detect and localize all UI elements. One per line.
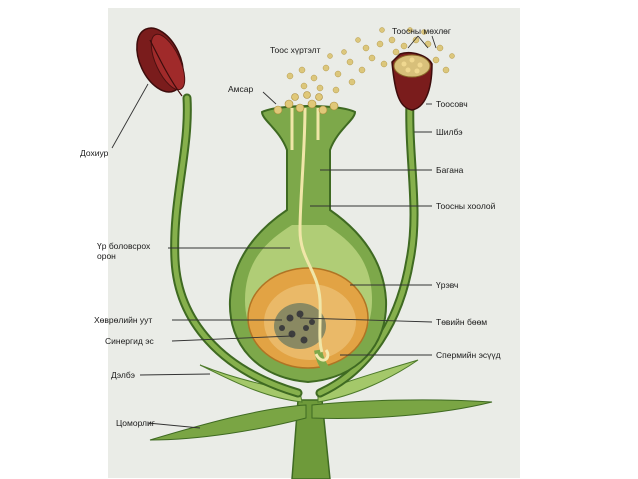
label-ovary: Үр боловсрох орон: [97, 241, 151, 261]
sperm-cells-tip: [314, 349, 330, 362]
anther-right: [391, 52, 433, 111]
filament-left-highlight: [172, 95, 301, 396]
pollen-cloud: [286, 27, 455, 94]
label-sepal: Цоморлиг: [116, 418, 155, 428]
embryo-sac: [274, 303, 326, 349]
pollen-tube-main: [298, 107, 324, 353]
label-sperm-cells: Спермийн эсүүд: [436, 350, 501, 360]
central-nucleus: [286, 314, 294, 322]
filament-right-highlight: [317, 97, 417, 396]
label-pollen-tube: Тоосны хоолой: [436, 201, 496, 211]
antipodal-cell-3: [279, 325, 285, 331]
label-pollination: Тоос хүртэлт: [270, 45, 321, 55]
sepal-right: [311, 399, 493, 419]
leader-lines: [111, 35, 437, 429]
central-nucleus-2: [296, 310, 304, 318]
receptacle-stem: [291, 399, 331, 479]
label-pollen-grains: Тоосны мөхлөг: [392, 26, 452, 36]
antipodal-cell: [309, 319, 315, 325]
label-ovule: Үрэвч: [436, 280, 459, 290]
label-synergid: Синергид эс: [105, 336, 154, 346]
label-embryo-sac: Хөврөлийн уут: [94, 315, 153, 325]
antipodal-cell-2: [303, 325, 309, 331]
stigma-pollen: [273, 91, 339, 115]
petal-right: [317, 359, 419, 403]
label-style: Багана: [436, 165, 464, 175]
label-stamen: Дохиур: [80, 148, 109, 158]
label-central-nucleus: Төвийн бөөм: [436, 317, 488, 327]
micropyle: [314, 349, 333, 377]
label-stigma: Амсар: [228, 84, 254, 94]
sepal-left: [149, 404, 307, 441]
anther-left: [136, 27, 186, 97]
egg-cell: [300, 336, 308, 344]
label-petal: Дэлбэ: [111, 370, 135, 380]
label-anther: Тоосовч: [436, 99, 468, 109]
label-filament: Шилбэ: [436, 127, 463, 137]
